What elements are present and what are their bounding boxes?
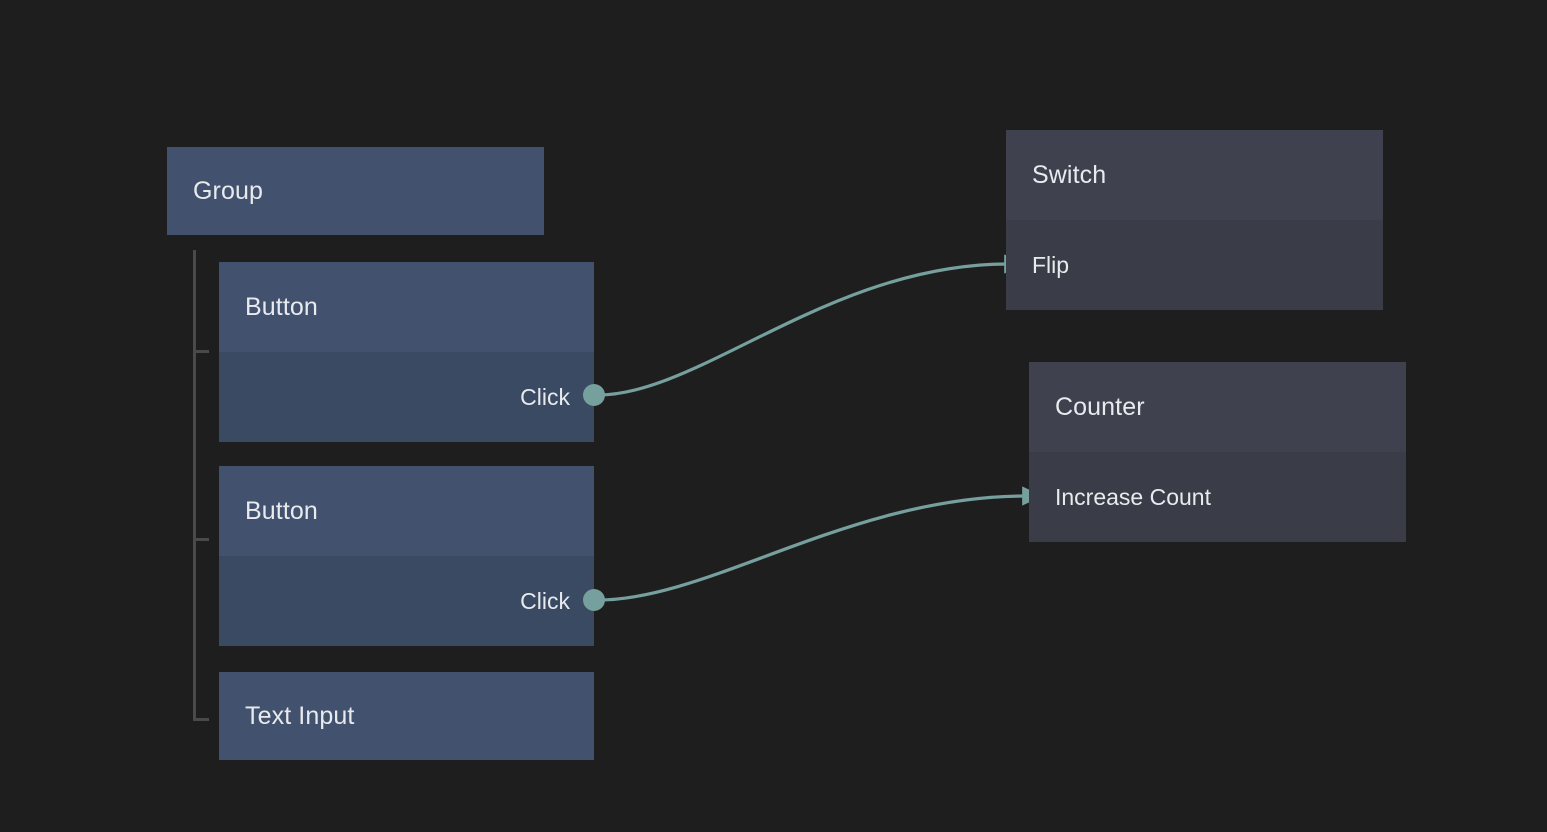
bracket-stub xyxy=(193,538,209,541)
port-knob-button-1-click[interactable] xyxy=(583,384,605,406)
node-header-switch[interactable]: Switch xyxy=(1006,130,1383,220)
node-header-text-input[interactable]: Text Input xyxy=(219,672,594,760)
node-body-button-1: Click xyxy=(219,352,594,442)
bracket-stub xyxy=(193,350,209,353)
node-title-counter: Counter xyxy=(1055,392,1145,421)
port-label-button-2-click: Click xyxy=(520,587,570,614)
edge-button1-click-to-switch-flip[interactable] xyxy=(596,254,1025,397)
port-row-counter-increase-count[interactable]: Increase Count xyxy=(1029,484,1406,511)
node-group[interactable]: Group xyxy=(167,147,544,235)
port-row-button-1-click[interactable]: Click xyxy=(219,384,594,411)
node-body-button-2: Click xyxy=(219,556,594,646)
node-title-switch: Switch xyxy=(1032,160,1107,189)
port-row-switch-flip[interactable]: Flip xyxy=(1006,252,1383,279)
node-header-button-2[interactable]: Button xyxy=(219,466,594,556)
node-title-group: Group xyxy=(193,176,263,205)
port-row-button-2-click[interactable]: Click xyxy=(219,588,594,615)
node-title-button-1: Button xyxy=(245,292,318,321)
bracket-stub xyxy=(193,718,209,721)
bracket-vertical-line xyxy=(193,250,196,718)
node-body-switch: Flip xyxy=(1006,220,1383,310)
node-title-button-2: Button xyxy=(245,496,318,525)
port-label-counter-increase-count: Increase Count xyxy=(1055,483,1211,510)
node-header-group[interactable]: Group xyxy=(167,147,544,235)
node-header-button-1[interactable]: Button xyxy=(219,262,594,352)
port-label-button-1-click: Click xyxy=(520,383,570,410)
port-label-switch-flip: Flip xyxy=(1032,251,1070,278)
node-text-input[interactable]: Text Input xyxy=(219,672,594,760)
port-knob-button-2-click[interactable] xyxy=(583,589,605,611)
edge-button2-click-to-counter-increase[interactable] xyxy=(596,486,1043,602)
node-title-text-input: Text Input xyxy=(245,701,355,730)
node-body-counter: Increase Count xyxy=(1029,452,1406,542)
node-header-counter[interactable]: Counter xyxy=(1029,362,1406,452)
